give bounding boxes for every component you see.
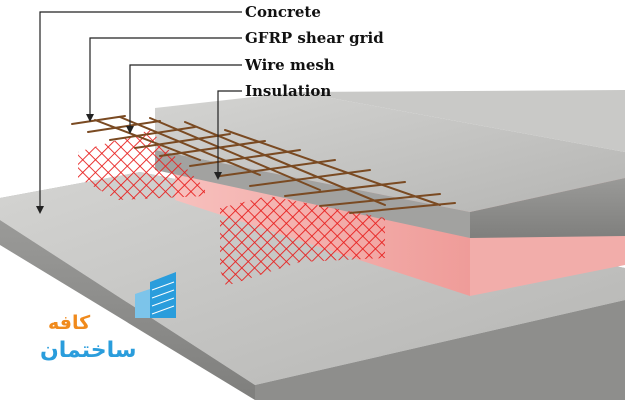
label-concrete: Concrete xyxy=(245,3,321,21)
label-wire-mesh: Wire mesh xyxy=(245,56,335,74)
label-gfrp-shear-grid: GFRP shear grid xyxy=(245,29,384,47)
logo-text-line2: ساختمان xyxy=(40,338,137,363)
logo: کافه ساختمان xyxy=(40,278,190,378)
label-insulation: Insulation xyxy=(245,82,331,100)
logo-text-line1: کافه xyxy=(48,312,90,334)
